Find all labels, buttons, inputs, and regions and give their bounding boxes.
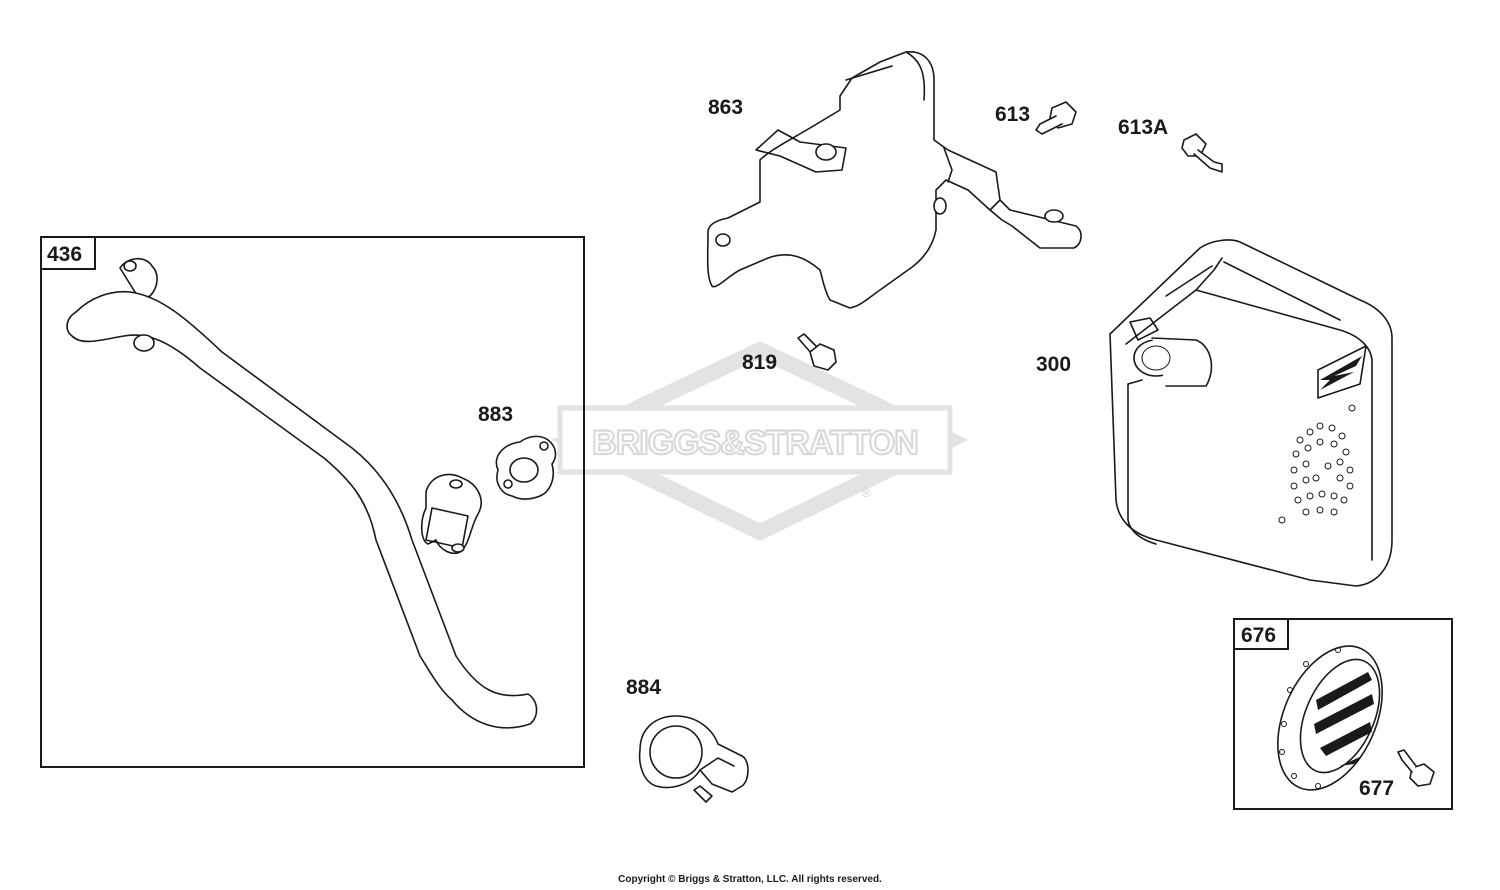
watermark-registered-mark: ® — [862, 486, 871, 500]
part-label-613a: 613A — [1118, 116, 1168, 139]
watermark-brand-text: BRIGGS&STRATTON — [592, 424, 918, 462]
part-label-436: 436 — [47, 243, 82, 266]
gasket-883-drawing — [495, 435, 557, 500]
part-label-863: 863 — [708, 96, 743, 119]
part-label-613: 613 — [995, 103, 1030, 126]
part-group-676[interactable]: 676 677 — [1233, 618, 1453, 810]
part-group-819[interactable]: 819 — [742, 333, 837, 374]
part-group-863[interactable]: 863 — [706, 51, 1082, 309]
part-group-613a[interactable]: 613A — [1118, 116, 1223, 173]
muffler-vent-holes — [1278, 404, 1356, 524]
part-label-677: 677 — [1359, 777, 1394, 800]
part-label-819: 819 — [742, 351, 777, 374]
screw-613a-drawing — [1181, 133, 1223, 173]
screw-677-drawing — [1397, 749, 1435, 787]
part-label-676: 676 — [1241, 624, 1276, 647]
muffler-drawing — [1109, 239, 1393, 587]
part-label-300: 300 — [1036, 353, 1071, 376]
bracket-drawing — [706, 51, 1082, 309]
part-group-300[interactable]: 300 — [1036, 239, 1393, 587]
brand-watermark: BRIGGS&STRATTON ® — [551, 341, 969, 541]
spark-arrestor-drawing — [1277, 645, 1383, 791]
part-label-884: 884 — [626, 676, 661, 699]
part-group-436[interactable]: 436 883 — [40, 236, 585, 768]
part-group-884[interactable]: 884 — [626, 676, 749, 803]
exhaust-pipe-drawing — [66, 257, 538, 729]
copyright-notice: Copyright © Briggs & Stratton, LLC. All … — [618, 874, 882, 885]
part-group-613[interactable]: 613 — [995, 101, 1077, 135]
screw-613-drawing — [1035, 101, 1077, 135]
clamp-drawing — [638, 715, 749, 803]
part-label-883: 883 — [478, 403, 513, 426]
screw-819-drawing — [797, 333, 837, 371]
